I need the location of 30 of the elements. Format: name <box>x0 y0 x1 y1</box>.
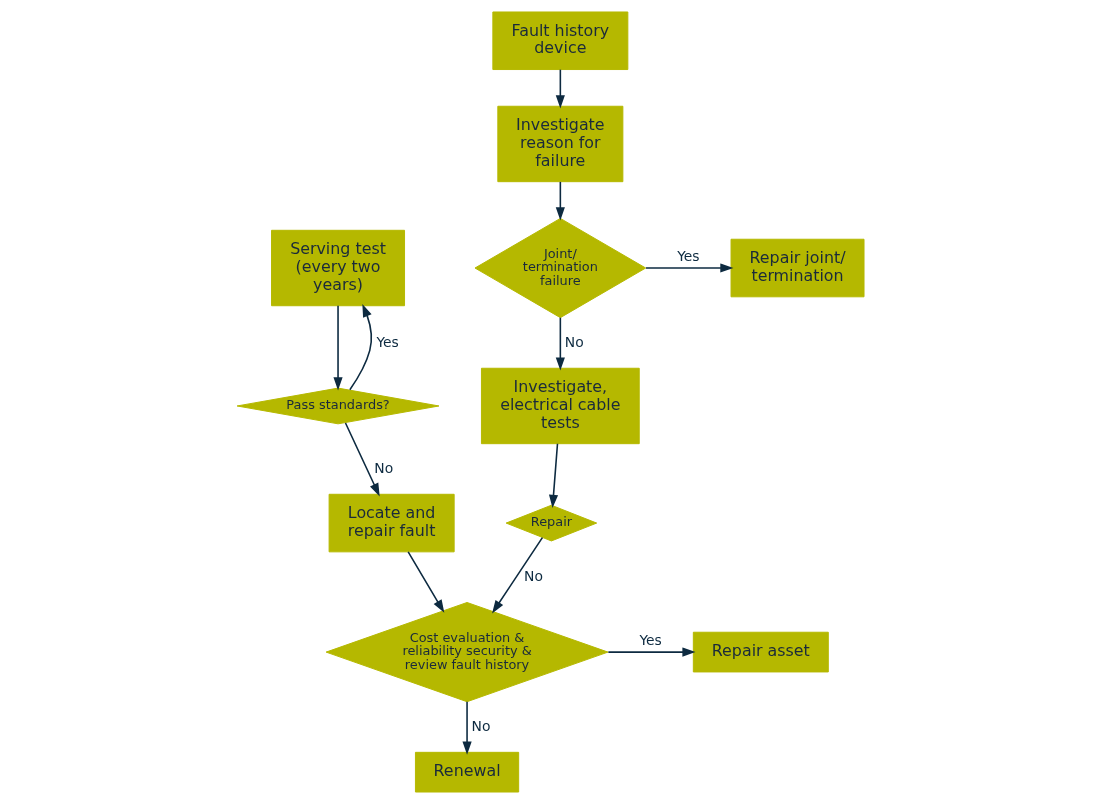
node-box: Renewal <box>414 751 520 793</box>
node-diamond: Repair <box>505 504 598 542</box>
edge-label: No <box>524 567 543 584</box>
arrow <box>555 316 565 371</box>
node-box: Serving test (every two years) <box>271 229 406 307</box>
arrow <box>333 305 343 391</box>
arrow <box>548 442 559 508</box>
arrow <box>607 647 696 657</box>
edge-label: Yes <box>677 248 700 265</box>
node-box: Investigate reason for failure <box>497 105 624 183</box>
edge-label: No <box>471 717 491 734</box>
node-diamond: Joint/ termination failure <box>474 217 647 319</box>
arrow <box>492 536 544 614</box>
arrow <box>344 422 380 497</box>
node-box: Fault history device <box>492 11 629 71</box>
edge-label: Yes <box>639 632 662 649</box>
arrow <box>407 551 445 613</box>
edge-label: No <box>564 333 584 350</box>
edge-label: No <box>374 459 394 476</box>
node-box: Investigate, electrical cable tests <box>480 367 640 445</box>
edge-label: Yes <box>376 333 399 350</box>
arrow <box>555 68 565 109</box>
node-box: Repair joint/ termination <box>730 238 865 298</box>
arrow <box>645 263 734 273</box>
arrow <box>462 701 472 755</box>
node-box: Repair asset <box>692 631 829 673</box>
arrow <box>555 181 565 221</box>
arrow <box>349 303 373 391</box>
node-diamond: Pass standards? <box>236 387 440 425</box>
node-box: Locate and repair fault <box>328 493 455 553</box>
